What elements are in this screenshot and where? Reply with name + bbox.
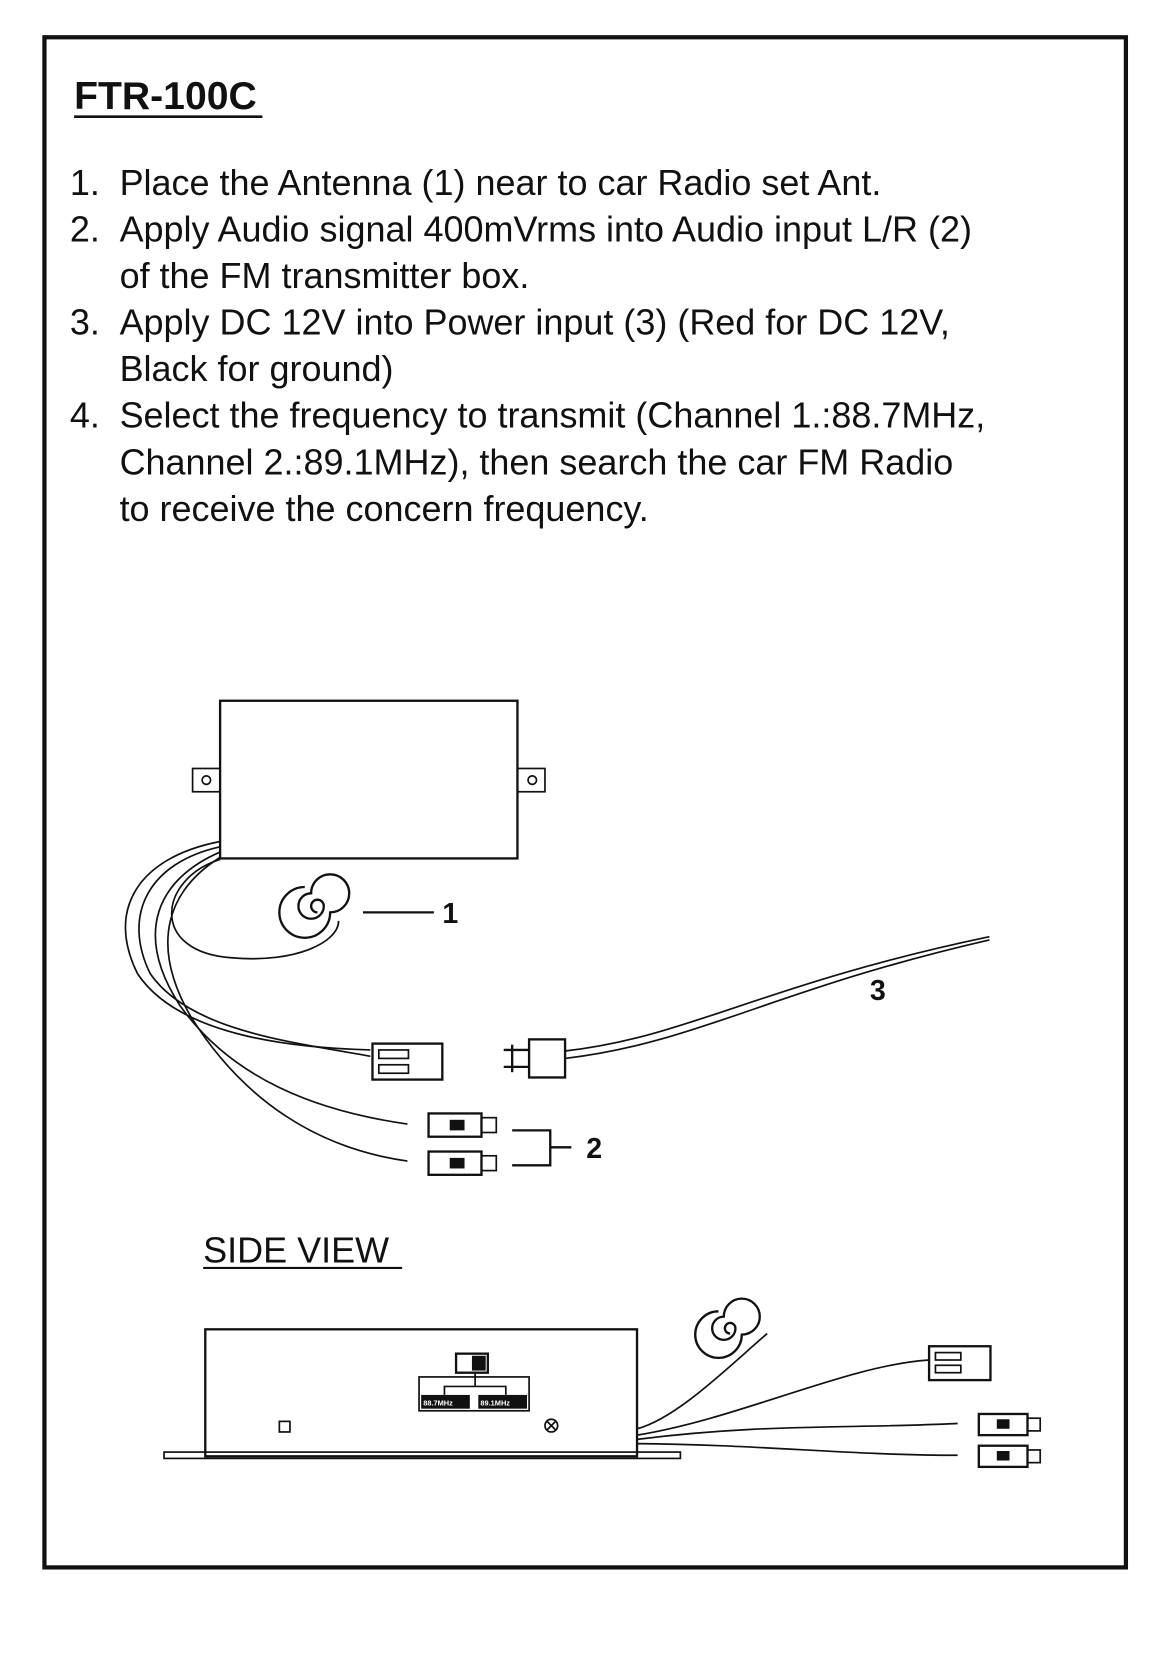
callout-2: 2 xyxy=(586,1133,602,1165)
step-text: Apply Audio signal 400mVrms into Audio i… xyxy=(120,209,972,250)
side-view-label: SIDE VIEW xyxy=(203,1230,389,1271)
power-connector-female xyxy=(371,1042,444,1081)
switch-label-1 xyxy=(421,1394,470,1409)
page-border xyxy=(42,35,1129,1570)
frequency-switch[interactable]: 88.7MHz 89.1MHz xyxy=(418,1352,530,1412)
step-text: Select the frequency to transmit (Channe… xyxy=(120,395,986,436)
cables xyxy=(124,840,408,1162)
callout-1: 1 xyxy=(442,898,458,930)
rca-plug-right xyxy=(427,1150,498,1176)
power-connector-male xyxy=(503,1038,567,1079)
step-number: 2. xyxy=(70,209,100,250)
rca-plug-side-right xyxy=(977,1444,1042,1469)
antenna-coil-icon xyxy=(278,873,351,939)
step-number: 4. xyxy=(70,395,100,436)
rca-plug-side-left xyxy=(977,1412,1042,1437)
step-text: to receive the concern frequency. xyxy=(120,488,649,529)
led-indicator xyxy=(278,1420,291,1433)
step-text: Place the Antenna (1) near to car Radio … xyxy=(120,162,882,203)
step-number: 3. xyxy=(70,302,100,343)
callout-bracket-2 xyxy=(512,1129,572,1167)
power-cable xyxy=(564,935,990,1052)
antenna-wire xyxy=(636,1332,768,1430)
antenna-coil-icon xyxy=(694,1297,761,1360)
side-view-diagram: 88.7MHz 89.1MHz xyxy=(163,1297,1042,1469)
power-connector-side xyxy=(927,1345,992,1382)
svg-text:89.1MHz: 89.1MHz xyxy=(480,1399,510,1408)
mounting-tab-right xyxy=(516,767,546,793)
step-text: of the FM transmitter box. xyxy=(120,255,530,296)
svg-text:88.7MHz: 88.7MHz xyxy=(423,1399,453,1408)
step-text: Black for ground) xyxy=(120,348,394,389)
page-title: FTR-100C xyxy=(74,75,257,118)
rca-plug-left xyxy=(427,1112,498,1138)
step-number: 1. xyxy=(70,162,100,203)
transmitter-box-side xyxy=(204,1328,639,1458)
top-view-diagram: 1 3 2 xyxy=(124,699,990,1176)
mounting-plate xyxy=(163,1451,682,1460)
step-text: Apply DC 12V into Power input (3) (Red f… xyxy=(120,302,950,343)
instructions-list: 1. Place the Antenna (1) near to car Rad… xyxy=(70,162,985,529)
mounting-tab-left xyxy=(191,767,221,793)
transmitter-box xyxy=(218,699,519,860)
screw-icon xyxy=(544,1418,559,1433)
switch-label-2 xyxy=(478,1394,527,1409)
step-text: Channel 2.:89.1MHz), then search the car… xyxy=(120,441,954,482)
callout-3: 3 xyxy=(870,975,886,1007)
